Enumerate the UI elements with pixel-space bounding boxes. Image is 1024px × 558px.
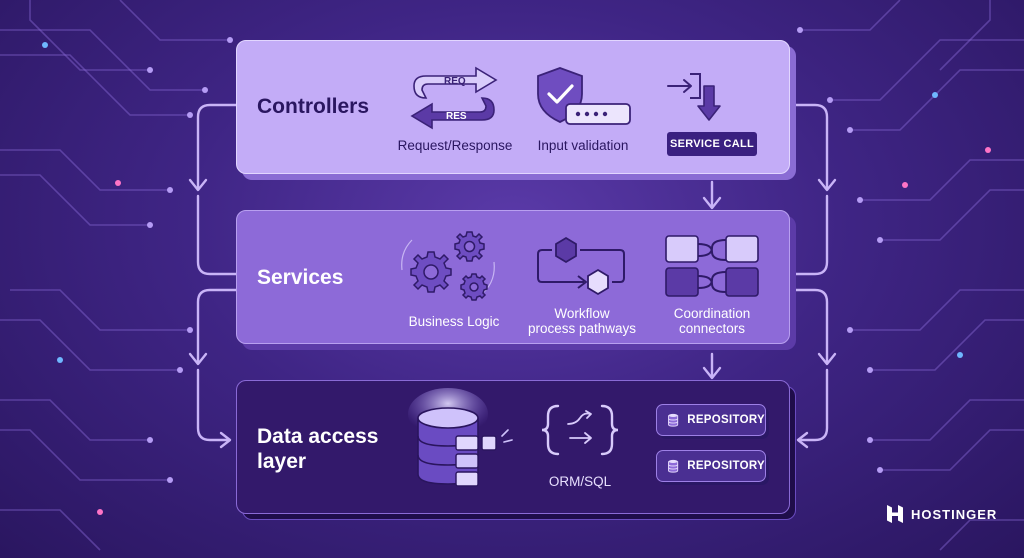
data-access-panel	[236, 380, 790, 514]
shield-check-icon	[537, 67, 631, 125]
workflow-caption: Workflow process pathways	[527, 306, 637, 336]
data-access-title: Data access layer	[257, 425, 379, 473]
hostinger-logo: HOSTINGER	[886, 504, 997, 524]
request-response-arrows-icon: REQ RES	[410, 66, 498, 130]
orm-sql-caption: ORM/SQL	[548, 474, 612, 489]
hostinger-logo-icon	[887, 505, 903, 523]
req-label: REQ	[444, 76, 466, 87]
business-logic-caption: Business Logic	[408, 314, 500, 329]
workflow-icon	[537, 236, 625, 296]
repository-label-2: REPOSITORY	[687, 460, 765, 472]
repository-card-1: REPOSITORY	[656, 404, 766, 436]
gears-icon	[401, 231, 495, 301]
coordination-caption: Coordination connectors	[673, 306, 751, 336]
code-braces-icon	[541, 404, 619, 456]
service-call-arrow-icon	[667, 73, 721, 121]
repository-icon	[668, 413, 679, 427]
services-title: Services	[257, 266, 344, 289]
brand-name: HOSTINGER	[911, 506, 998, 522]
repository-icon	[668, 459, 679, 473]
database-icon	[408, 388, 513, 487]
repository-card-2: REPOSITORY	[656, 450, 766, 482]
res-label: RES	[446, 111, 467, 122]
request-response-caption: Request/Response	[397, 138, 513, 153]
connectors-icon	[665, 235, 759, 297]
input-validation-caption: Input validation	[537, 138, 629, 153]
service-call-tag: SERVICE CALL	[667, 132, 757, 156]
controllers-title: Controllers	[257, 95, 370, 118]
repository-label-1: REPOSITORY	[687, 414, 765, 426]
